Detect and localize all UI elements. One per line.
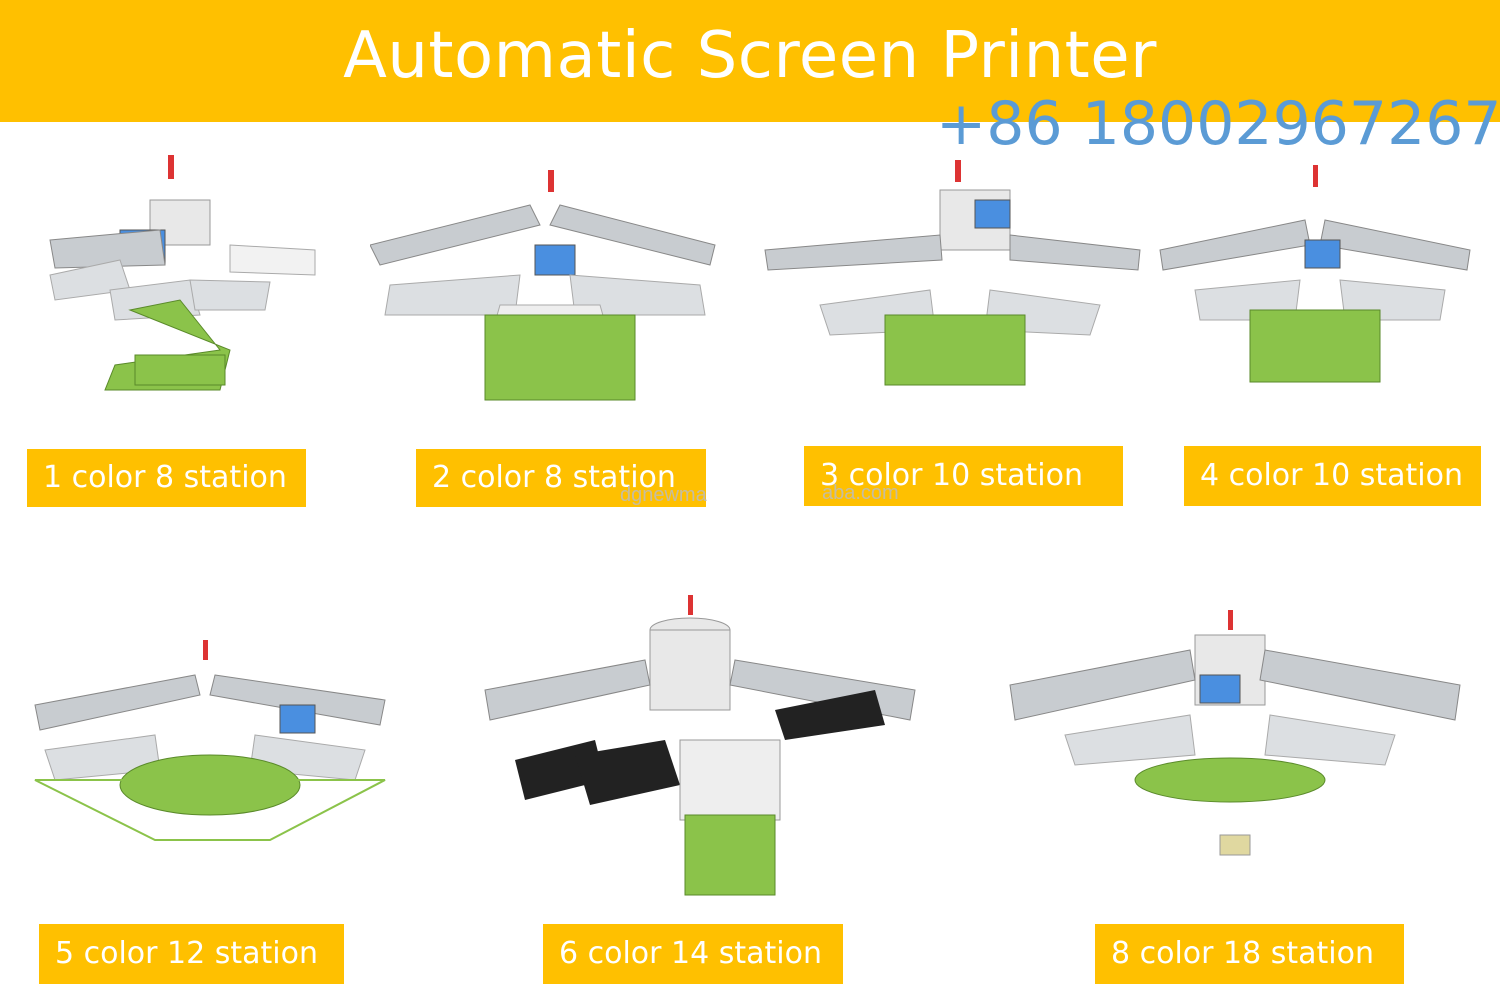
page-title: Automatic Screen Printer <box>343 19 1157 93</box>
product-label-6: 6 color 14 station <box>543 924 843 984</box>
product-label-4: 4 color 10 station <box>1184 446 1481 506</box>
machine-image-4 <box>1155 160 1475 390</box>
watermark-text-right: aba.com <box>822 482 899 504</box>
phone-number: +86 18002967267 <box>936 89 1500 159</box>
machine-image-2 <box>370 165 720 415</box>
machine-image-7 <box>1005 605 1465 865</box>
product-label-3: 3 color 10 station <box>804 446 1123 506</box>
product-label-7: 8 color 18 station <box>1095 924 1404 984</box>
product-label-5: 5 color 12 station <box>39 924 344 984</box>
watermark-text-left: dgnewma <box>620 484 707 506</box>
machine-image-5 <box>25 635 395 850</box>
machine-image-6 <box>475 590 925 900</box>
header-banner <box>0 0 1500 122</box>
product-label-2: 2 color 8 station <box>416 449 706 507</box>
product-label-1: 1 color 8 station <box>27 449 306 507</box>
machine-image-3 <box>760 155 1150 395</box>
machine-image-1 <box>30 150 330 410</box>
